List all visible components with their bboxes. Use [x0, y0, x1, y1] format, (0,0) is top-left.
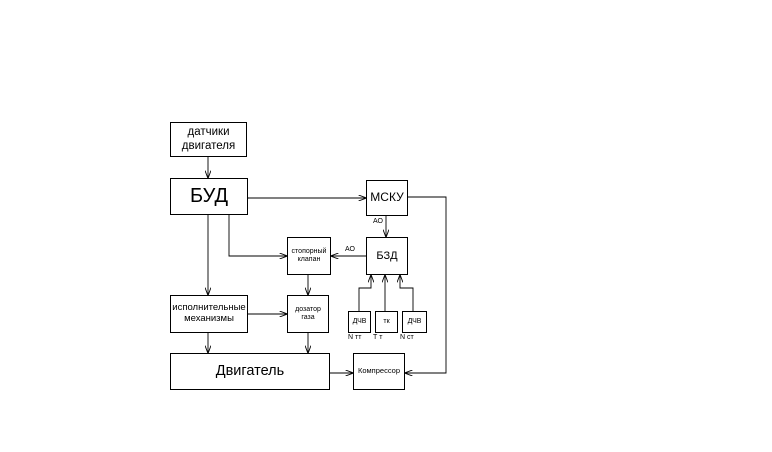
dchv-left-label: ДЧВ: [352, 317, 367, 325]
msku-label: МСКУ: [370, 190, 404, 205]
dchv-right-label: ДЧВ: [407, 317, 422, 325]
engine-label: Двигатель: [215, 363, 285, 380]
stop-valve-label: стопорный клапан: [291, 247, 327, 263]
tk-block: тк: [375, 311, 398, 333]
dchv-block-right: ДЧВ: [402, 311, 427, 333]
compressor-label: Компрессор: [357, 366, 401, 376]
actuators-block: исполнительные механизмы: [170, 295, 248, 333]
stop-valve-block: стопорный клапан: [287, 237, 331, 275]
arrow-dchv1-to-bzd: [358, 275, 371, 311]
ao-label-top: АО: [373, 218, 383, 225]
arrow-bud-to-valve: [228, 215, 287, 256]
compressor-block: Компрессор: [353, 353, 405, 390]
dchv-block-left: ДЧВ: [348, 311, 371, 333]
arrow-msku-to-compressor: [405, 196, 447, 373]
actuators-label: исполнительные механизмы: [172, 302, 246, 324]
engine-block: Двигатель: [170, 353, 330, 390]
bzd-block: БЗД: [366, 237, 408, 275]
bud-label: БУД: [189, 185, 229, 207]
t-t-label: Т т: [373, 334, 383, 341]
n-tt-label: N тт: [348, 334, 362, 341]
n-st-label: N ст: [400, 334, 414, 341]
arrow-dchv2-to-bzd: [400, 275, 414, 311]
bud-block: БУД: [170, 178, 248, 215]
tk-label: тк: [383, 317, 390, 325]
ao-label-side: АО: [345, 246, 355, 253]
dosing-label: дозатор газа: [295, 305, 321, 321]
msku-block: МСКУ: [366, 180, 408, 216]
sensors-block: датчики двигателя: [170, 122, 247, 157]
sensors-label: датчики двигателя: [181, 126, 236, 152]
dosing-block: дозатор газа: [287, 295, 329, 333]
bzd-label: БЗД: [376, 249, 398, 262]
